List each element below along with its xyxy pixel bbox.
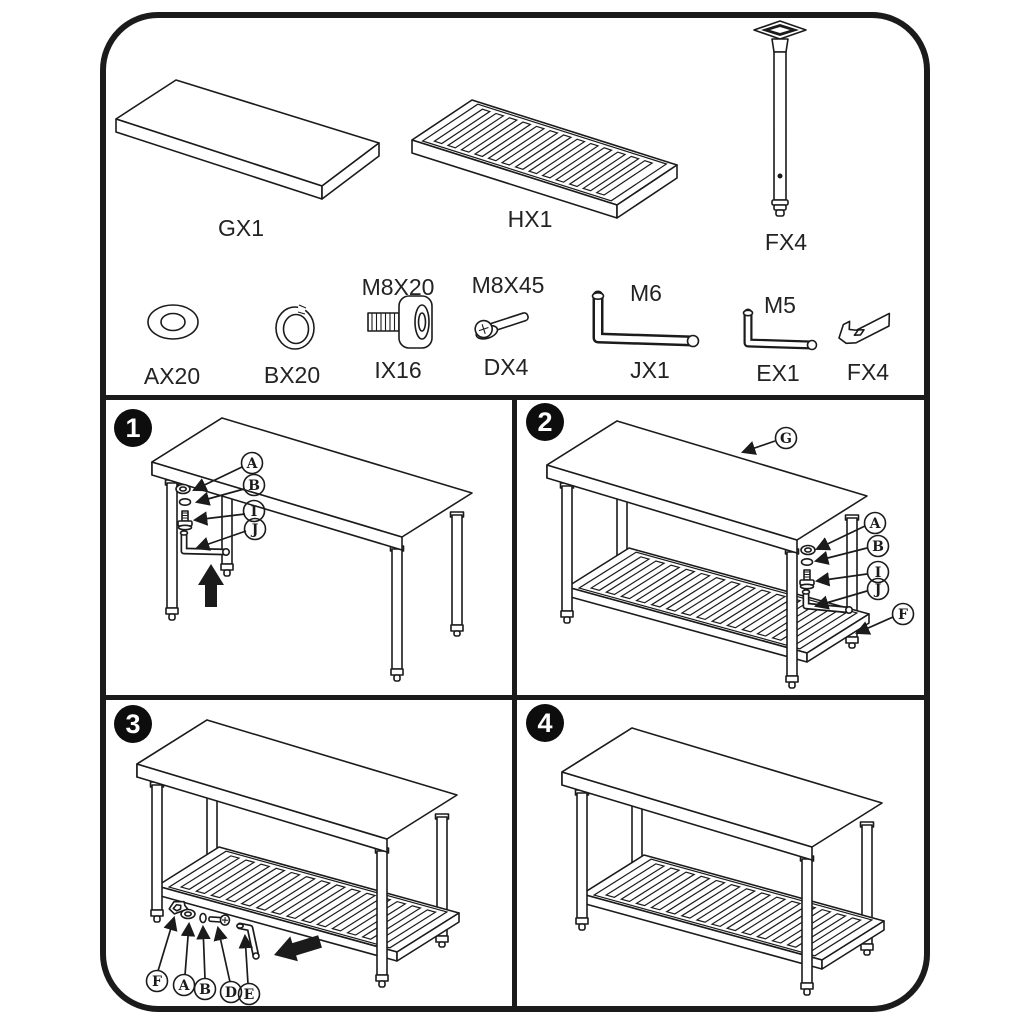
phillips-bolt-icon <box>474 312 529 340</box>
step-1-panel: 1 A <box>106 400 512 695</box>
callout-a: A <box>863 511 887 535</box>
svg-text:J: J <box>250 522 259 538</box>
part-label-jx1: JX1 <box>630 357 670 383</box>
part-label-ix16: IX16 <box>374 357 421 383</box>
callout-b: B <box>866 534 890 558</box>
svg-text:D: D <box>225 985 237 1001</box>
step-3-hardware-row <box>168 900 260 960</box>
svg-text:B: B <box>872 539 884 555</box>
svg-text:F: F <box>152 974 162 990</box>
part-label-dx4: DX4 <box>484 354 529 380</box>
part-label-gx1: GX1 <box>218 215 264 241</box>
step-1-number: 1 <box>125 412 141 443</box>
callout-b: B <box>193 977 217 1001</box>
up-arrow <box>198 564 224 607</box>
part-label-ax20: AX20 <box>144 363 200 389</box>
step-2-badge: 2 <box>526 403 564 441</box>
part-label-bx20: BX20 <box>264 362 320 388</box>
svg-text:A: A <box>178 978 191 994</box>
callout-e: E <box>237 982 261 1006</box>
step-3-art: F A B D E <box>106 700 512 1006</box>
svg-text:E: E <box>244 987 255 1003</box>
callout-f: F <box>145 969 169 993</box>
svg-text:F: F <box>898 607 908 623</box>
part-label-ex1: EX1 <box>756 360 799 386</box>
table-with-shelf-drawing <box>547 421 869 688</box>
svg-text:B: B <box>248 478 260 494</box>
allen-key-m6-icon <box>591 290 700 348</box>
callout-d: D <box>219 980 243 1004</box>
spec-label-m8x20: M8X20 <box>362 274 435 300</box>
step-3-panel: 3 <box>106 700 512 1006</box>
outer-frame: GX1 <box>100 12 930 1012</box>
callout-j: J <box>866 577 890 601</box>
step-2-hardware-stack <box>799 544 853 615</box>
spring-washer-icon <box>275 304 315 350</box>
flat-washer-icon <box>147 304 199 340</box>
allen-key-m5-icon <box>742 308 818 351</box>
step-1-hardware-stack <box>175 483 231 557</box>
parts-art: GX1 <box>115 20 891 389</box>
svg-text:I: I <box>875 565 882 581</box>
step-1-callouts: A B I J <box>192 451 267 551</box>
part-label-fx4-leg: FX4 <box>765 229 807 255</box>
step-2-panel: 2 <box>517 400 924 695</box>
callout-j: J <box>243 517 267 541</box>
step-2-number: 2 <box>537 406 553 437</box>
svg-text:B: B <box>199 982 211 998</box>
step-4-badge: 4 <box>526 704 564 742</box>
svg-text:A: A <box>246 456 259 472</box>
tabletop-panel-icon <box>115 79 380 200</box>
slatted-shelf-icon <box>411 99 678 219</box>
divider-steps-rows <box>106 695 924 700</box>
left-arrow <box>274 935 322 962</box>
wrench-icon <box>838 312 891 345</box>
step-3-number: 3 <box>125 708 141 739</box>
table-with-shelf-drawing <box>562 728 884 995</box>
callout-f: F <box>891 602 915 626</box>
callout-i: I <box>242 499 266 523</box>
hex-socket-bolt-icon <box>367 295 433 349</box>
part-label-fx4-wrench: FX4 <box>847 359 889 385</box>
spec-label-m5: M5 <box>764 292 796 318</box>
svg-text:A: A <box>869 516 882 532</box>
callout-a: A <box>172 973 196 997</box>
svg-text:J: J <box>873 582 882 598</box>
step-3-badge: 3 <box>114 705 152 743</box>
divider-vertical <box>512 395 517 1006</box>
part-label-hx1: HX1 <box>508 206 553 232</box>
parts-section: GX1 <box>106 18 924 400</box>
svg-text:I: I <box>251 504 258 520</box>
step-4-art <box>517 700 924 1006</box>
callout-a: A <box>240 451 264 475</box>
step-2-callouts: G A B I J F <box>740 426 915 635</box>
step-1-art: A B I J <box>106 400 512 695</box>
spec-label-m8x45: M8X45 <box>472 272 545 298</box>
step-2-art: G A B I J F <box>517 400 915 695</box>
svg-text:G: G <box>780 431 792 447</box>
spec-label-m6: M6 <box>630 280 662 306</box>
step-4-number: 4 <box>537 707 553 738</box>
callout-g: G <box>774 426 798 450</box>
callout-b: B <box>242 473 266 497</box>
callout-i: I <box>866 560 890 584</box>
table-leg-icon <box>753 20 807 217</box>
step-4-panel: 4 <box>517 700 924 1006</box>
step-3-callouts: F A B D E <box>145 915 261 1006</box>
step-1-badge: 1 <box>114 409 152 447</box>
